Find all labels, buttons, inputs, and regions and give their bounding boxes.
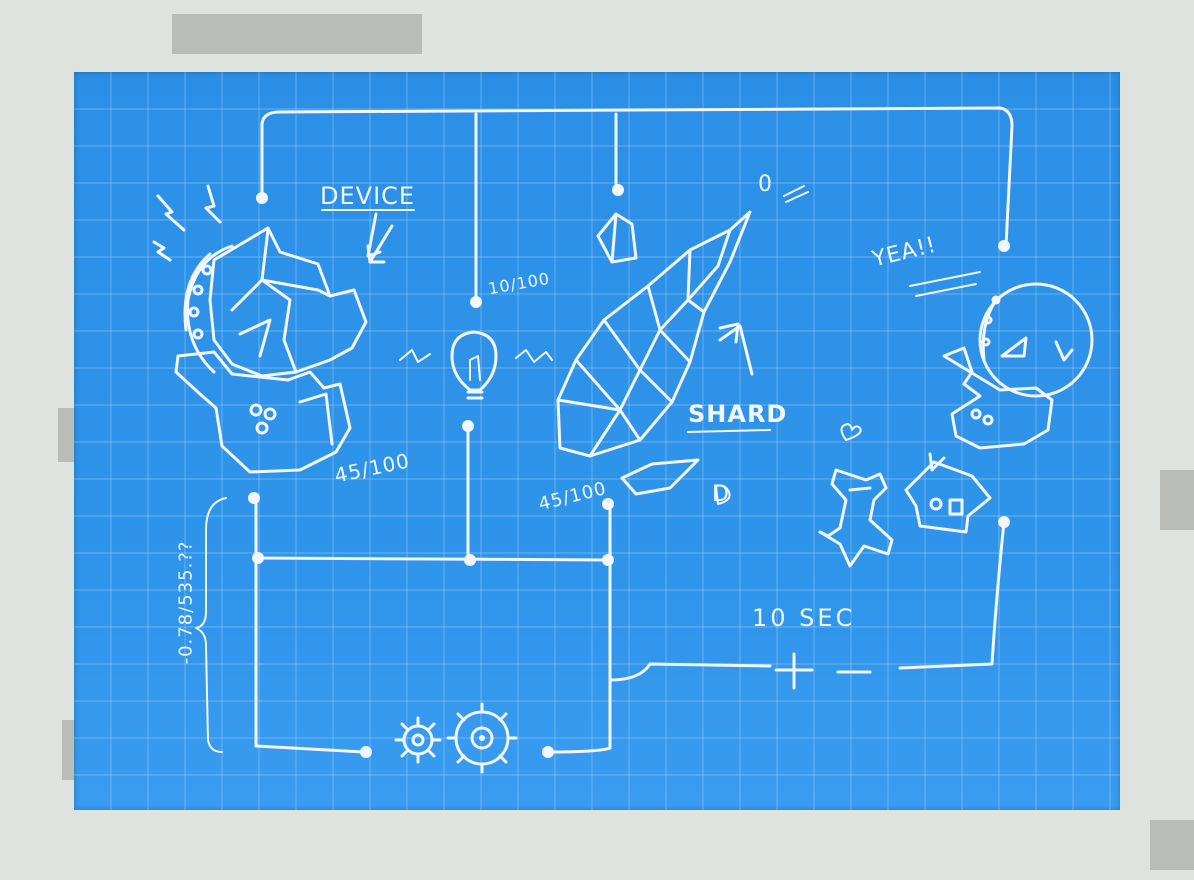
shard-arrow bbox=[718, 322, 740, 344]
blueprint-board bbox=[74, 72, 1120, 810]
dog-icon bbox=[818, 468, 894, 568]
device-label: DEVICE bbox=[320, 182, 416, 210]
tape-right bbox=[1160, 470, 1194, 530]
large-gear-icon bbox=[446, 702, 518, 774]
timer-label: 10 SEC bbox=[752, 604, 856, 632]
lightbulb-icon bbox=[450, 330, 498, 400]
shard-underline bbox=[687, 429, 771, 433]
device-arrow bbox=[366, 224, 394, 264]
house-icon bbox=[904, 452, 992, 534]
circuit-wires bbox=[195, 106, 1014, 754]
wire-junction-dots bbox=[248, 184, 1010, 758]
tape-top-left bbox=[172, 14, 422, 54]
yea-underline bbox=[909, 271, 981, 297]
tape-bottom-right bbox=[1150, 820, 1194, 870]
d-mark-label: D bbox=[712, 482, 730, 507]
heart-icon bbox=[840, 423, 862, 441]
vertical-number: -0.78/535.?? bbox=[175, 540, 197, 665]
shard-label: SHARD bbox=[688, 400, 788, 428]
gem-label-underline bbox=[783, 185, 809, 203]
plus-symbol bbox=[774, 652, 814, 690]
crystal-shard-icon bbox=[556, 210, 754, 496]
spark-squiggle-left bbox=[399, 349, 431, 363]
d-mark-drawing bbox=[715, 484, 731, 505]
broken-globe-device-icon bbox=[174, 212, 382, 474]
spark-squiggle-right bbox=[515, 349, 553, 363]
small-gem-icon bbox=[596, 212, 638, 264]
robot-helmet-icon bbox=[942, 282, 1094, 450]
lightning-bolt-icon bbox=[152, 184, 222, 262]
gem-small-label: 0 bbox=[758, 172, 773, 197]
small-gear-icon bbox=[394, 716, 442, 764]
